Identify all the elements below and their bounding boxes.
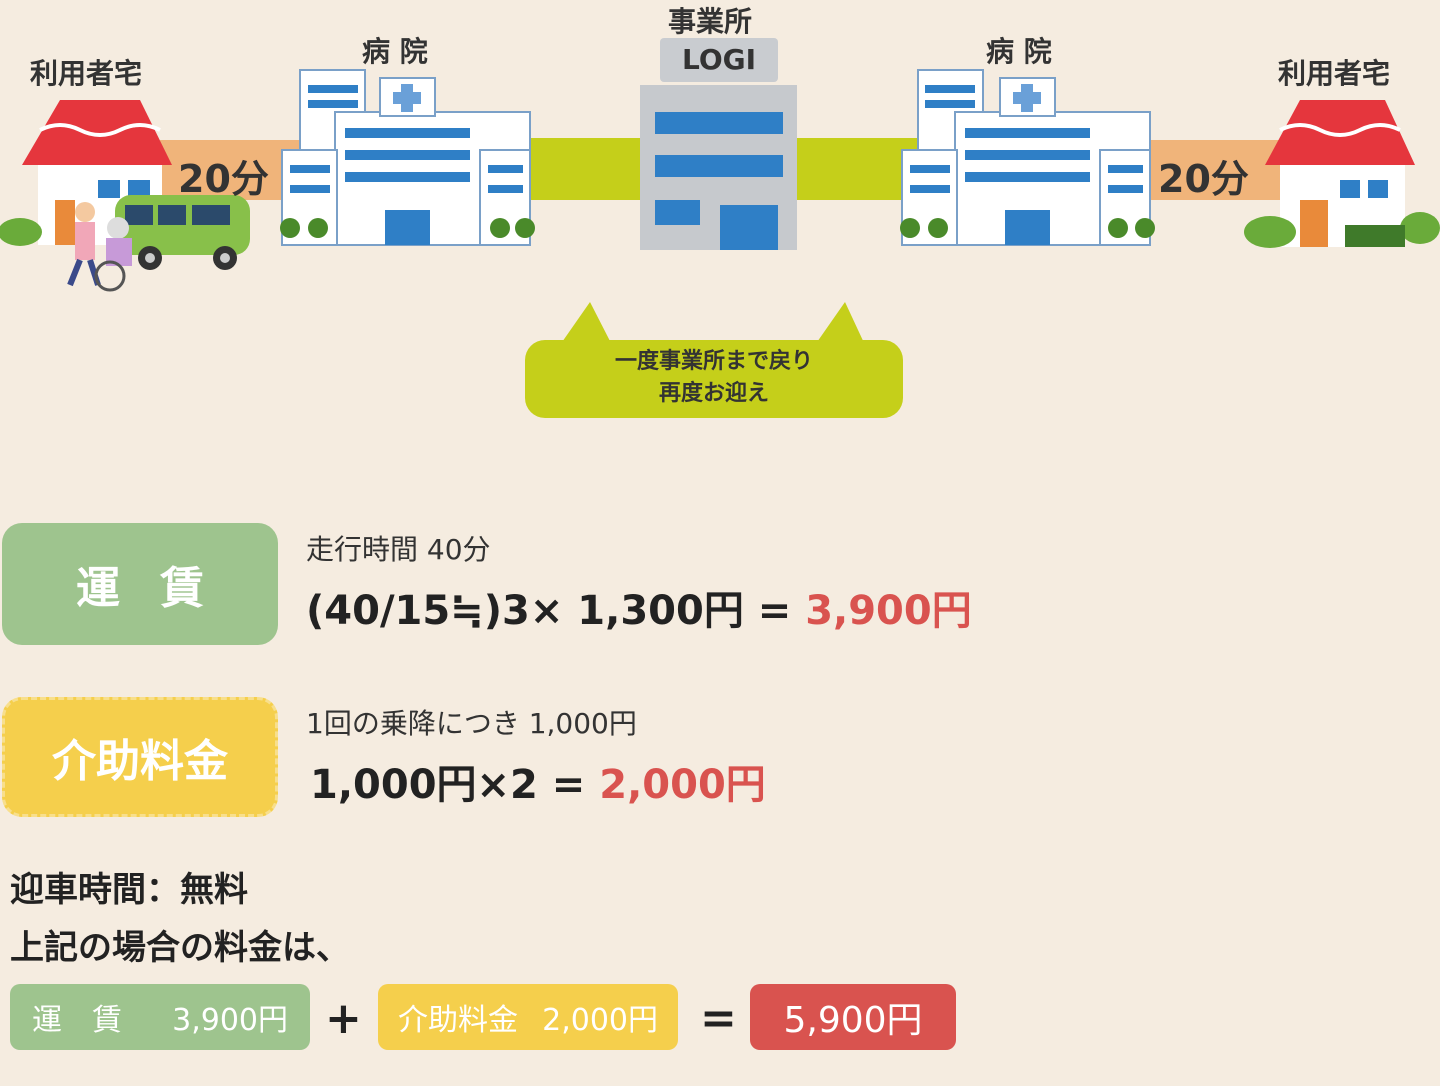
total-assist-pill: 介助料金 2,000円	[378, 984, 678, 1050]
office-sign: LOGI	[660, 38, 778, 82]
fare-formula: (40/15≒)3× 1,300円 = 3,900円	[306, 578, 972, 636]
assist-formula-text: 1,000円×2 =	[310, 762, 600, 808]
fare-description: 走行時間 40分	[306, 533, 491, 566]
assist-result: 2,000円	[599, 762, 766, 808]
caregiver-wheelchair-icon	[67, 202, 132, 292]
bubble-line-2: 再度お迎え	[658, 381, 769, 406]
route-illustration-svg	[0, 69, 1440, 418]
plus-sign: +	[325, 993, 362, 1044]
office-label: 事業所	[668, 5, 753, 38]
fare-badge: 運賃	[2, 523, 278, 645]
office-building-icon	[640, 85, 797, 250]
travel-time-left: 20分	[178, 157, 269, 201]
bubble-line-1: 一度事業所まで戻り	[614, 349, 813, 374]
house-right-icon	[1244, 100, 1440, 248]
assist-badge: 介助料金	[2, 697, 278, 817]
home-left-label: 利用者宅	[30, 57, 143, 90]
assist-formula: 1,000円×2 = 2,000円	[310, 752, 766, 810]
fare-result: 3,900円	[805, 588, 972, 634]
total-fare-pill: 運 賃 3,900円	[10, 984, 310, 1050]
home-right-label: 利用者宅	[1278, 57, 1391, 90]
route-illustration: 利用者宅 病 院 事業所 LOGI 病 院 利用者宅 20分 20分 一度事業所…	[0, 0, 1440, 440]
house-left-icon	[0, 100, 172, 246]
pickup-note: 迎車時間：無料	[10, 870, 248, 910]
hospital-right-icon	[900, 69, 1155, 246]
total-assist-value: 2,000円	[542, 1003, 658, 1038]
travel-time-right: 20分	[1158, 157, 1249, 201]
summary-note: 上記の場合の料金は、	[10, 928, 350, 968]
fare-formula-text: (40/15≒)3× 1,300円 =	[306, 588, 806, 634]
assist-description: 1回の乗降につき 1,000円	[306, 707, 637, 740]
hospital-right-label: 病 院	[986, 35, 1052, 68]
total-amount-pill: 5,900円	[750, 984, 956, 1050]
total-amount-value: 5,900円	[783, 1000, 923, 1041]
van-icon	[115, 195, 250, 270]
total-fare-value: 3,900円	[172, 1003, 288, 1038]
total-fare-label: 運 賃	[32, 1003, 122, 1038]
speech-bubble-shape	[525, 302, 903, 418]
hospital-left-icon	[280, 69, 535, 246]
total-assist-label: 介助料金	[398, 1003, 518, 1038]
hospital-left-label: 病 院	[362, 35, 428, 68]
equals-sign: =	[700, 993, 737, 1044]
